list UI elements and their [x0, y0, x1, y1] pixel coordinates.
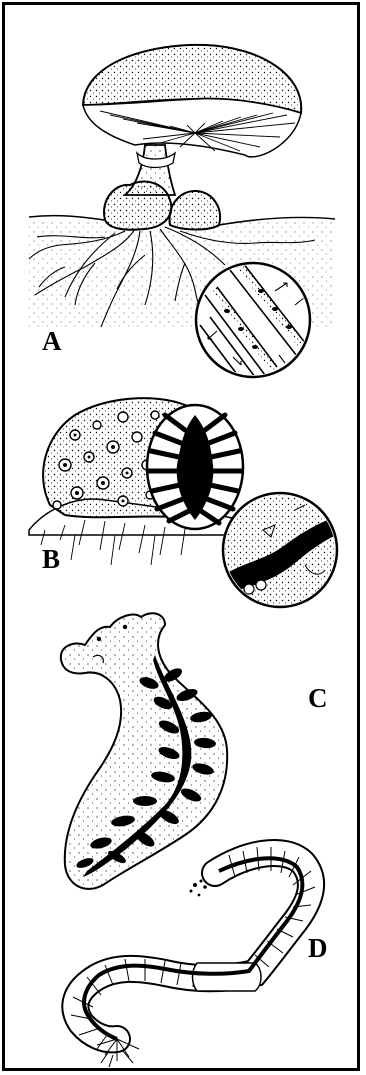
panel-label-d: D	[308, 935, 328, 962]
figure-frame: A B C D	[2, 2, 360, 1071]
panel-label-c: C	[308, 685, 328, 712]
flatworm-body	[61, 613, 227, 889]
sponge-cross-section	[147, 405, 243, 529]
panel-a-mushroom	[29, 45, 335, 385]
mushroom-cap	[83, 45, 301, 157]
sponge-cell-magnified-view	[223, 493, 340, 608]
panel-b-sponge	[29, 398, 340, 608]
hyphae-magnified-view	[196, 263, 313, 385]
soil-crumbs	[190, 880, 207, 897]
panel-c-flatworm	[61, 613, 227, 889]
panel-label-b: B	[42, 546, 60, 573]
illustration-canvas	[5, 5, 360, 1071]
panel-label-a: A	[42, 328, 62, 355]
